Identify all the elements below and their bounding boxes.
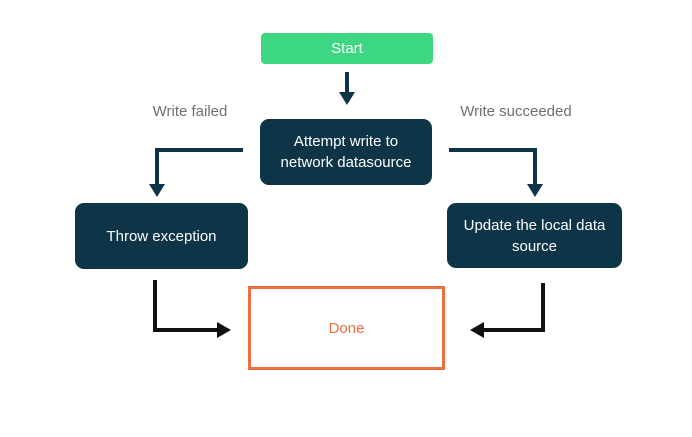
edge-label-write-failed: Write failed	[152, 103, 228, 120]
node-done: Done	[248, 286, 445, 370]
arrow-throw-to-done-vline	[153, 280, 157, 332]
edge-label-write-succeeded: Write succeeded	[460, 103, 572, 120]
node-throw-exception: Throw exception	[75, 203, 248, 269]
arrow-attempt-to-throw-hline	[155, 148, 243, 152]
arrow-attempt-to-update-vline	[533, 148, 537, 186]
arrowhead-down-icon	[149, 184, 165, 197]
arrowhead-right-icon	[217, 322, 231, 338]
arrow-attempt-to-update-hline	[449, 148, 537, 152]
node-attempt-write: Attempt write to network datasource	[260, 119, 432, 185]
arrow-attempt-to-throw-vline	[155, 148, 159, 186]
node-update-local-data-source: Update the local data source	[447, 203, 622, 268]
arrow-update-to-done-hline	[484, 328, 545, 332]
arrowhead-down-icon	[527, 184, 543, 197]
arrow-throw-to-done-hline	[153, 328, 217, 332]
arrowhead-down-icon	[339, 92, 355, 105]
arrowhead-left-icon	[470, 322, 484, 338]
node-start: Start	[261, 33, 433, 64]
arrow-start-to-attempt-line	[345, 72, 349, 93]
arrow-update-to-done-vline	[541, 283, 545, 332]
